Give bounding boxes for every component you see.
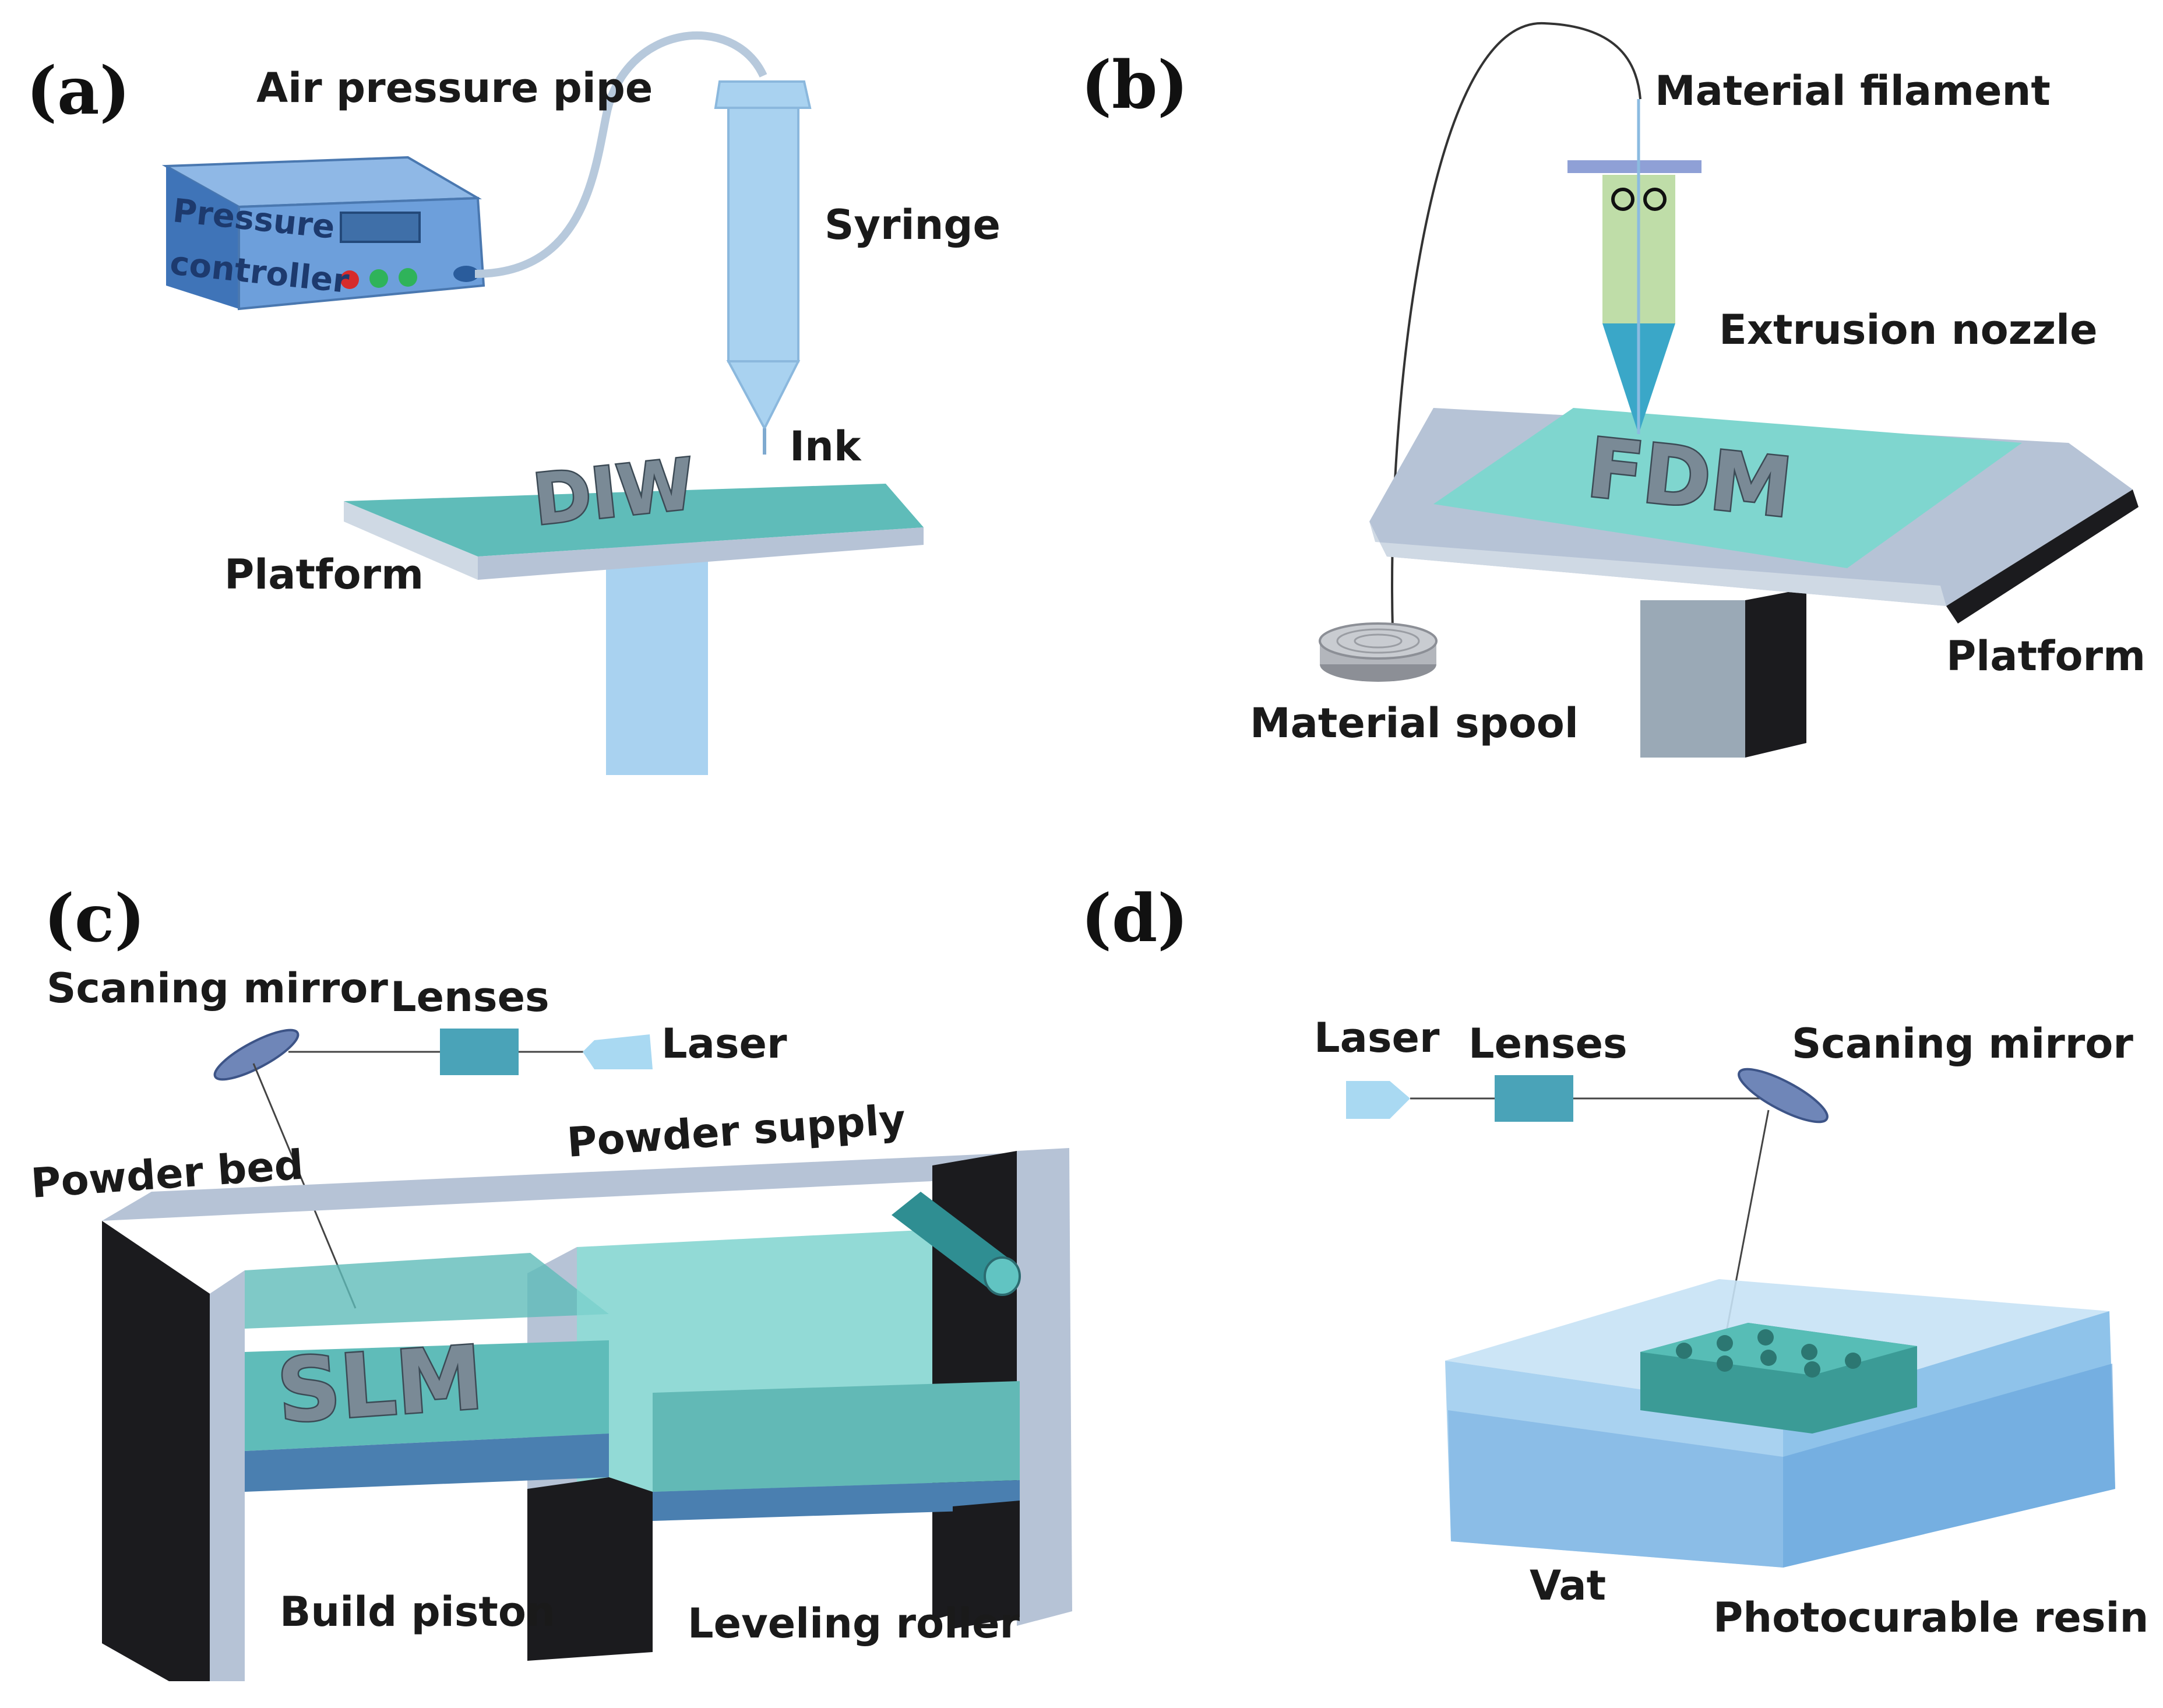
platform-a xyxy=(344,484,924,775)
vat xyxy=(1445,1279,2115,1568)
optics-c xyxy=(213,1029,653,1309)
syringe xyxy=(714,80,812,455)
panel-label-c: (c) xyxy=(44,881,145,957)
drive-gear-icon xyxy=(1611,188,1634,211)
lattice-object xyxy=(1640,1323,1917,1434)
label-leveling-roller: Leveling roller xyxy=(688,1600,1020,1647)
material-spool xyxy=(1319,622,1438,682)
build-piston xyxy=(527,1477,653,1661)
label-syringe: Syringe xyxy=(825,201,1001,249)
powder-supply xyxy=(653,1381,1020,1492)
label-platform-a: Platform xyxy=(224,551,424,598)
scanning-mirror-d xyxy=(1738,1068,1829,1124)
panel-a: (a) Pressure controller xyxy=(26,31,1001,775)
laser-c xyxy=(583,1034,653,1069)
slm-machine xyxy=(102,1148,1072,1681)
air-pressure-pipe xyxy=(474,31,767,278)
pipe-port xyxy=(453,266,479,282)
label-powder-supply: Powder supply xyxy=(565,1096,907,1167)
scanning-mirror-c xyxy=(213,1029,300,1081)
label-lenses-c: Lenses xyxy=(390,973,549,1021)
label-laser-d: Laser xyxy=(1314,1014,1440,1062)
powder-bed xyxy=(245,1340,609,1451)
label-material-spool: Material spool xyxy=(1250,699,1579,747)
controller-display xyxy=(340,212,421,243)
label-extrusion-nozzle: Extrusion nozzle xyxy=(1719,306,2098,354)
fdm-object: FDM xyxy=(1583,421,1796,537)
extrusion-nozzle xyxy=(1567,99,1701,434)
panel-d: (d) Las xyxy=(1081,881,2148,1642)
label-laser-c: Laser xyxy=(661,1020,787,1068)
label-photocurable-resin: Photocurable resin xyxy=(1713,1594,2148,1642)
green-button-icon xyxy=(399,268,417,287)
diw-object: DIW xyxy=(530,444,699,541)
optics-d xyxy=(1346,1068,1829,1341)
filament-line xyxy=(1391,22,1641,630)
lenses-c xyxy=(440,1029,519,1075)
label-material-filament: Material filament xyxy=(1655,67,2051,115)
platform-b xyxy=(1369,408,2139,758)
panel-b: (b) FDM Mate xyxy=(1081,22,2146,758)
panel-c: (c) xyxy=(29,881,1072,1681)
laser-d xyxy=(1346,1081,1410,1119)
leveling-roller xyxy=(892,1192,1021,1296)
drive-gear-icon xyxy=(1643,188,1667,211)
label-ink: Ink xyxy=(790,422,862,470)
label-air-pressure-pipe: Air pressure pipe xyxy=(256,64,653,112)
red-button-icon xyxy=(340,270,359,289)
panel-label-a: (a) xyxy=(26,53,131,129)
lenses-d xyxy=(1495,1075,1573,1122)
panel-label-b: (b) xyxy=(1081,47,1188,124)
green-button-icon xyxy=(369,269,388,288)
slm-object: SLM xyxy=(274,1327,486,1443)
pressure-controller: Pressure controller xyxy=(161,156,485,311)
label-build-piston: Build piston xyxy=(280,1588,555,1636)
label-scanning-mirror-d: Scaning mirror xyxy=(1792,1020,2133,1068)
label-vat: Vat xyxy=(1530,1562,1606,1610)
photocurable-resin xyxy=(1448,1410,1783,1568)
label-lenses-d: Lenses xyxy=(1468,1020,1627,1068)
panel-label-d: (d) xyxy=(1081,881,1188,957)
label-platform-b: Platform xyxy=(1946,632,2146,680)
label-scanning-mirror-c: Scaning mirror xyxy=(47,964,388,1012)
